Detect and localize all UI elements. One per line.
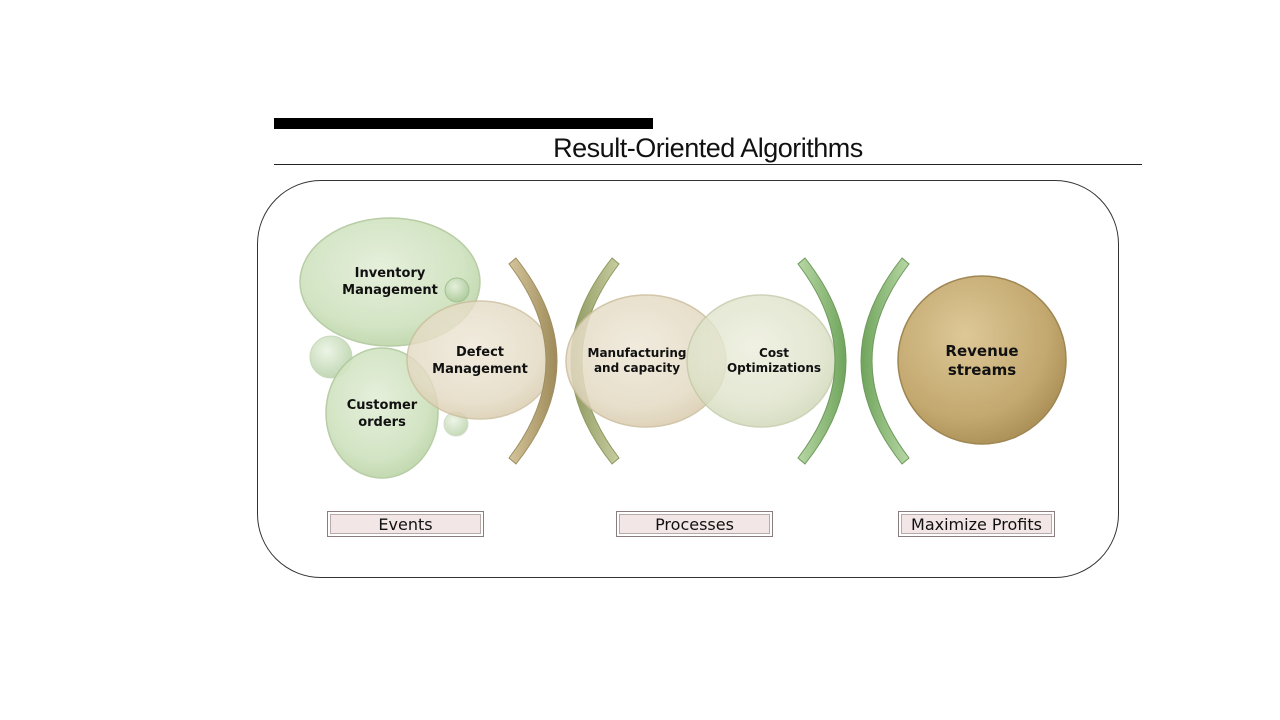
revenue-label-line2: streams (948, 361, 1016, 379)
bracket-3-icon (797, 257, 847, 465)
maximize-profits-label: Maximize Profits (898, 511, 1055, 537)
customer-label-line1: Customer (347, 398, 418, 413)
manufacturing-label-line2: and capacity (594, 361, 680, 375)
revenue-label-line1: Revenue (945, 342, 1018, 360)
manufacturing-capacity-bubble: Manufacturing and capacity (565, 294, 727, 428)
defect-label-line1: Defect (456, 345, 504, 360)
title-underline (274, 164, 1142, 165)
events-label: Events (327, 511, 484, 537)
manufacturing-label-line1: Manufacturing (588, 346, 687, 360)
title-accent-bar (274, 118, 653, 129)
cost-label-line2: Optimizations (727, 361, 821, 375)
page-title: Result-Oriented Algorithms (553, 133, 863, 163)
bracket-1-icon (508, 257, 558, 465)
inventory-label-line1: Inventory (355, 266, 426, 281)
revenue-streams-bubble: Revenue streams (897, 275, 1067, 445)
cost-optimizations-bubble: Cost Optimizations (686, 294, 836, 428)
diagram-frame (257, 180, 1119, 578)
defect-management-bubble: Defect Management (406, 300, 554, 420)
processes-label: Processes (616, 511, 773, 537)
customer-label-line2: orders (358, 415, 406, 430)
customer-orders-bubble: Customer orders (325, 347, 439, 479)
defect-label-line2: Management (432, 362, 528, 377)
bracket-4-icon (860, 257, 910, 465)
inventory-label-line2: Management (342, 283, 438, 298)
small-circle-icon (444, 277, 470, 303)
cost-label-line1: Cost (759, 346, 789, 360)
